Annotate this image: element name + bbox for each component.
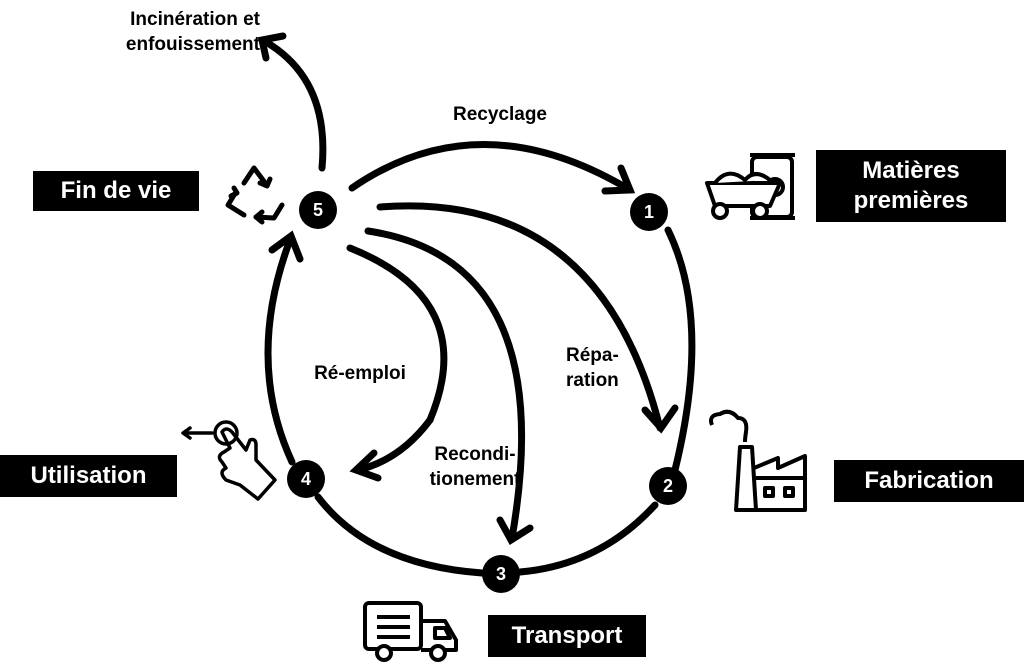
arrowhead-reemploi bbox=[349, 449, 382, 482]
arrowhead-reconditionement bbox=[496, 516, 534, 545]
cycle-arc-3-to-4 bbox=[314, 493, 486, 577]
flow-label-reparation: Répa- ration bbox=[566, 345, 619, 391]
stage-label-fin-de-vie: Fin de vie bbox=[33, 171, 199, 211]
ore-cart-and-sack-icon bbox=[705, 153, 795, 220]
stage-label-matieres-premieres: Matières premières bbox=[816, 150, 1006, 222]
stage-node-1: 1 bbox=[630, 193, 668, 231]
recycle-icon bbox=[225, 165, 285, 225]
stage-label-text: Matières premières bbox=[853, 157, 969, 214]
hand-swipe-icon bbox=[181, 420, 277, 501]
cycle-arc-4-to-5 bbox=[264, 236, 296, 466]
arrowhead-reparation bbox=[641, 404, 679, 434]
stage-node-5: 5 bbox=[299, 191, 337, 229]
flow-label-recyclage: Recyclage bbox=[452, 104, 547, 125]
flow-reparation bbox=[376, 202, 664, 432]
delivery-truck-icon bbox=[363, 601, 458, 662]
flow-label-reconditionement: Recondi- tionement bbox=[429, 444, 521, 490]
arrowhead-to-5 bbox=[268, 230, 304, 263]
flow-label-incineration: Incinération et enfouissement bbox=[125, 9, 260, 55]
cycle-arc-2-to-3 bbox=[516, 501, 659, 576]
flow-recyclage bbox=[348, 141, 634, 194]
flow-reemploi bbox=[346, 244, 448, 474]
stage-label-transport: Transport bbox=[488, 615, 646, 657]
cycle-arc-1-to-2 bbox=[664, 226, 696, 474]
stage-node-4: 4 bbox=[287, 460, 325, 498]
stage-label-utilisation: Utilisation bbox=[0, 455, 177, 497]
flow-incineration bbox=[262, 38, 327, 172]
arrowhead-recyclage bbox=[601, 164, 636, 195]
flow-reconditionement bbox=[364, 227, 526, 542]
stage-label-text: Utilisation bbox=[30, 462, 147, 489]
flow-label-reemploi: Ré-emploi bbox=[314, 363, 406, 384]
stage-node-3: 3 bbox=[482, 555, 520, 593]
stage-label-text: Fin de vie bbox=[60, 177, 172, 204]
factory-icon bbox=[709, 409, 807, 512]
stage-label-text: Transport bbox=[511, 622, 623, 649]
stage-node-2: 2 bbox=[649, 467, 687, 505]
arrowhead-incineration bbox=[257, 32, 287, 62]
stage-label-text: Fabrication bbox=[864, 467, 994, 494]
stage-label-fabrication: Fabrication bbox=[834, 460, 1024, 502]
